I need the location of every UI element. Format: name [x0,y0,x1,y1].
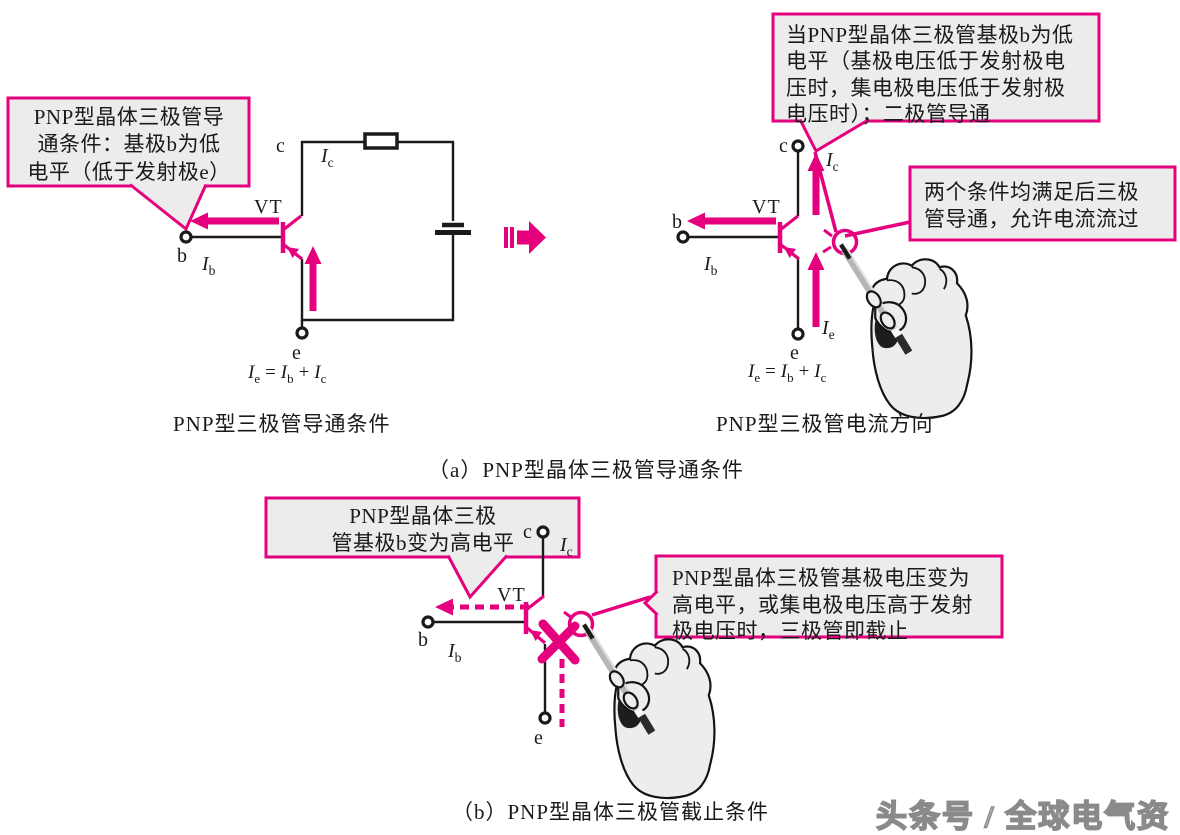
transistor-symbol [523,594,547,645]
collector-current-label: Ic [321,145,334,170]
hand-with-pen-illustration [584,625,715,798]
base-current-arrow [190,212,279,230]
transistor-symbol [280,214,303,261]
callout-low-level-detail-box [771,12,1101,123]
current-equation: Ie=Ib+Ic [748,361,827,385]
transistor-label: VT [752,196,781,218]
pnp-emitter-arrow [530,630,542,641]
terminal-label-b: b [418,629,428,651]
caption-a: （a）PNP型晶体三极管导通条件 [428,458,744,482]
base-current-label: Ib [448,640,462,665]
connector-to-cutoff-callout [591,595,651,617]
terminal-e [295,326,309,340]
callout-low-level-detail-tail [798,118,870,154]
terminal-label-e: e [292,342,301,364]
base-current-label: Ib [704,253,718,278]
callout-conduction-condition-tail [129,183,208,232]
terminal-label-c: c [523,521,532,543]
terminal-label-c: c [276,135,285,157]
blocked-base-current-arrow [435,598,529,616]
terminal-b [421,615,435,629]
callout-both-conditions-box [908,165,1177,242]
emitter-current-label: Ie [822,317,835,342]
collector-current-label: Ic [826,149,839,174]
base-current-arrow [687,212,776,230]
callout-base-high-tail [446,554,509,600]
watermark: 头条号 / 全球电气资源 [875,798,1171,835]
base-current-label: Ib [202,253,216,278]
terminal-b [676,230,690,244]
callout-low-level-detail: 当PNP型晶体三极管基极b为低 电平（基极电压低于发射极电 压时，集电极电压低于… [786,23,1074,127]
condition-circle [562,610,595,638]
terminal-label-e: e [790,342,799,364]
terminal-c [536,525,550,539]
callout-cutoff-condition: PNP型晶体三极管基极电压变为 高电平，或集电极电压高于发射 极电压时，三极管即… [672,566,973,644]
terminal-e [538,711,552,725]
terminal-b [179,230,193,244]
pnp-emitter-arrow [287,247,299,258]
collector-current-label: Ic [560,534,573,559]
terminal-c [791,139,805,153]
emitter-current-arrow [304,246,322,311]
callout-boxes [6,12,1177,639]
callout-cutoff-condition-box [654,554,1004,639]
terminal-label-c: c [779,135,788,157]
circuit-a-left [179,132,471,340]
callout-cutoff-condition-tail [642,589,659,617]
battery-symbol [435,222,471,235]
caption-b: （b）PNP型晶体三极管截止条件 [452,800,770,824]
caption-left-a: PNP型三极管导通条件 [173,412,391,436]
resistor-symbol [363,132,399,150]
current-equation: Ie=Ib+Ic [248,362,327,386]
callout-both-conditions: 两个条件均满足后三极 管导通，允许电流流过 [924,180,1139,232]
terminal-label-e: e [534,727,543,749]
emitter-current-arrow [807,252,825,327]
hand-with-pen-illustration [841,245,972,418]
connector-to-collector [813,151,838,233]
terminal-label-b: b [672,211,682,233]
transition-arrow-icon [504,221,546,254]
terminal-label-b: b [177,245,187,267]
transistor-symbol [777,214,800,261]
callout-conduction-condition: PNP型晶体三极管导 通条件：基极b为低 电平（低于发射极e） [27,105,231,184]
callout-base-high-box [264,496,581,559]
callout-base-high: PNP型晶体三极 管基极b变为高电平 [331,504,515,556]
connector-to-both-conditions-callout [844,220,911,238]
circuit-b [421,525,715,798]
pnp-emitter-arrow [784,247,796,258]
transistor-label: VT [497,584,526,606]
transistor-label: VT [254,196,283,218]
circuit-a-right [676,139,972,418]
terminal-e [791,327,805,341]
caption-right-a: PNP型三极管电流方向 [716,412,934,436]
callout-conduction-condition-box [6,96,251,188]
